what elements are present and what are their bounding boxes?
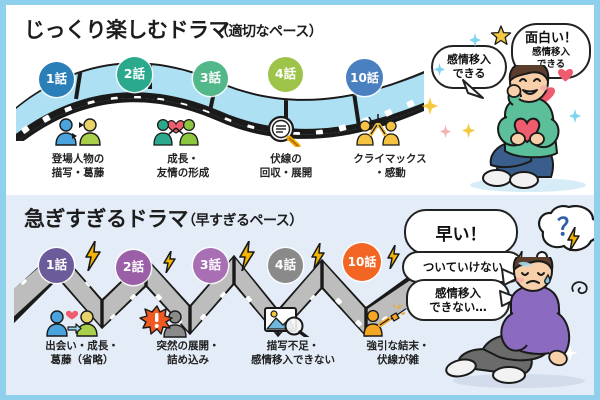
caption-bad-2: 突然の展開・ 詰め込み: [156, 340, 220, 366]
sparkle-icon: [462, 123, 475, 138]
episode-badge-bad-2[interactable]: 2話: [116, 250, 151, 285]
episode-badge-bad-1[interactable]: 1話: [39, 248, 74, 283]
bubble-bad-line3: 感情移入 できない…: [406, 279, 510, 321]
sparkle-icon: [569, 109, 581, 123]
exhausted-seated-person: [445, 257, 585, 388]
film-strip-bad: [14, 249, 424, 337]
episode-badge-bad-10[interactable]: 10話: [343, 243, 381, 281]
dizzy-swirl-icon: [571, 281, 588, 295]
sparkle-icon: [562, 345, 578, 361]
episode-badge-good-1[interactable]: 1話: [39, 62, 74, 97]
panel-good-title: じっくり楽しむドラマ: [24, 18, 230, 42]
caption-bad-3: 描写不足・ 感情移入できない: [251, 340, 335, 366]
caption-bad-1: 出会い・成長・ 葛藤（省略）: [45, 340, 119, 366]
episode-badge-bad-4[interactable]: 4話: [268, 248, 303, 283]
throwing-away-icon: [363, 305, 405, 337]
lightning-bolt-icon: [85, 241, 101, 271]
image-magnifier-icon: [264, 307, 310, 337]
bubble-bad-line1: 早い！: [404, 209, 518, 255]
sparkle-icon: [434, 63, 445, 76]
bubble-tail-bad: [501, 268, 521, 286]
lightning-bolt-icon: [567, 227, 580, 251]
shock-burst-icon: [139, 305, 187, 338]
caption-good-1: 登場人物の 描写・葛藤: [51, 153, 105, 179]
bubble-tail-good-left: [462, 79, 484, 99]
panel-good-subtitle: （適切なペース）: [215, 24, 323, 40]
panel-good-pacing: じっくり楽しむドラマ （適切なペース）: [6, 5, 594, 195]
bubble-good-left: 感情移入 できる: [431, 45, 507, 89]
celebration-people-icon: [356, 114, 400, 146]
sparkle-icon: [440, 125, 451, 138]
lightning-bolt-icon: [239, 241, 255, 271]
panel-bad-subtitle: （早すぎるペース）: [182, 213, 303, 229]
bubble-tail-bad-2: [499, 290, 519, 307]
rushed-romance-icon: [46, 310, 98, 337]
episode-badge-bad-3[interactable]: 3話: [193, 248, 228, 283]
sparkle-icon: [469, 33, 481, 47]
panel-bad-pacing: 急ぎすぎるドラマ （早すぎるペース）: [6, 195, 594, 395]
heart-icon: [558, 68, 573, 82]
two-people-conflict-icon: [55, 118, 101, 146]
sparkle-icon: [422, 97, 438, 115]
caption-bad-4: 強引な結末・ 伏線が雑: [366, 340, 430, 366]
episode-badge-good-4[interactable]: 4話: [268, 57, 303, 92]
friendship-heart-icon: [153, 118, 199, 146]
happy-seated-person: [470, 65, 586, 192]
lightning-bolt-icon: [311, 243, 325, 269]
star-icon: [490, 25, 512, 45]
panel-bad-title: 急ぎすぎるドラマ: [24, 207, 189, 231]
lightning-bolt-icon: [387, 245, 400, 269]
caption-good-2: 成長・ 友情の形成: [156, 153, 210, 179]
magnifier-document-icon: [267, 115, 301, 147]
episode-badge-good-2[interactable]: 2話: [117, 57, 152, 92]
caption-good-4: クライマックス ・感動: [353, 153, 427, 179]
episode-badge-good-3[interactable]: 3話: [193, 61, 228, 96]
episode-badge-good-10[interactable]: 10話: [346, 59, 383, 96]
caption-good-3: 伏線の 回収・展開: [259, 153, 313, 179]
lightning-bolt-icon: [163, 251, 176, 273]
